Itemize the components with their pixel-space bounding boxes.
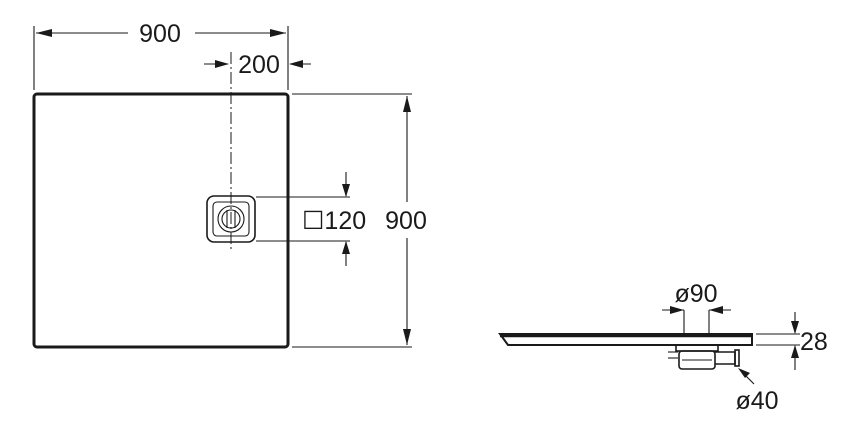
- width-dimension: 900: [36, 20, 286, 48]
- drain-plan: [206, 195, 256, 243]
- shower-tray-outline: [32, 92, 290, 349]
- side-view: ø90 ø40 28: [498, 280, 828, 415]
- drain-size-dimension: ☐120: [302, 172, 366, 266]
- plan-view: 900 200 ☐120: [32, 20, 427, 349]
- drain-offset-label: 200: [238, 51, 280, 79]
- drain-trap: [668, 344, 740, 370]
- thickness-dimension: 28: [756, 312, 828, 370]
- width-label: 900: [139, 20, 181, 48]
- depth-label: 900: [385, 207, 427, 235]
- thickness-label: 28: [800, 328, 828, 356]
- outlet-diameter-leader: ø40: [735, 368, 779, 415]
- tray-profile: [498, 333, 753, 346]
- drain-diameter-label: ø90: [674, 280, 717, 308]
- outlet-diameter-label: ø40: [735, 387, 778, 415]
- drain-offset-dimension: 200: [204, 51, 311, 79]
- depth-dimension: 900: [385, 96, 427, 345]
- drain-diameter-dimension: ø90: [662, 280, 731, 333]
- drain-size-label: ☐120: [302, 207, 366, 235]
